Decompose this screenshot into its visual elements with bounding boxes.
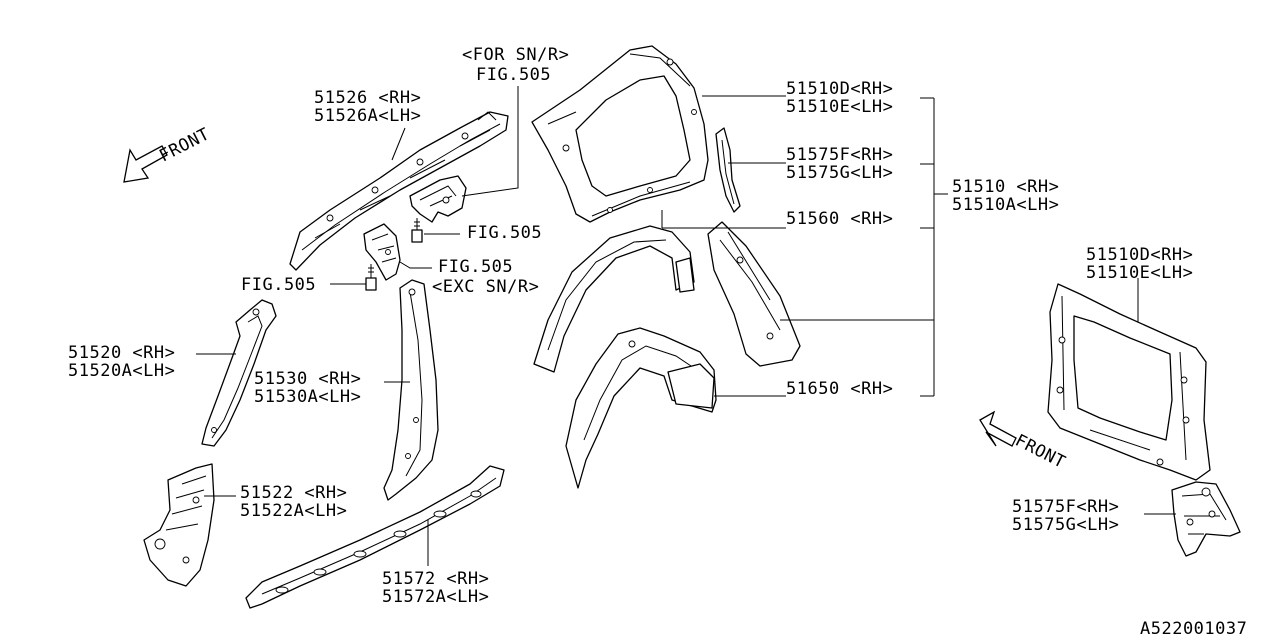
- label-51510a-lh: 51510A<LH>: [952, 195, 1059, 215]
- leader-51526: [391, 127, 406, 161]
- label-fig505-bolt1: FIG.505: [467, 223, 542, 243]
- label-51510e-lh: 51510E<LH>: [786, 97, 893, 117]
- part-51530-pillar: [383, 279, 439, 501]
- label-51520a-lh: 51520A<LH>: [68, 361, 175, 381]
- label-51575f-rh-2: 51575F<RH>: [1012, 497, 1119, 517]
- bracket-for-snr: [409, 175, 467, 223]
- part-51526-upper-rail: [289, 111, 509, 271]
- part-51510-quarter-panel: [531, 45, 709, 223]
- part-51510d-right-view: [1047, 283, 1211, 481]
- part-51522: [143, 463, 215, 587]
- bracket-exc-snr: [363, 223, 401, 281]
- part-51560-wheelhouse: [533, 225, 695, 373]
- label-51650-rh: 51650 <RH>: [786, 379, 893, 399]
- part-51575f-right-view: [1171, 481, 1241, 557]
- label-51575g-lh-2: 51575G<LH>: [1012, 515, 1119, 535]
- label-for-snr: <FOR SN/R>: [462, 45, 569, 65]
- front-arrow-left-icon: [123, 145, 168, 183]
- bolt-1: [411, 218, 423, 243]
- label-51530a-lh: 51530A<LH>: [254, 387, 361, 407]
- label-51530-rh: 51530 <RH>: [254, 369, 361, 389]
- front-label-right: FRONT: [1012, 431, 1069, 473]
- front-arrow-right-icon: [979, 410, 1017, 447]
- label-51510-rh: 51510 <RH>: [952, 177, 1059, 197]
- label-51522-rh: 51522 <RH>: [240, 483, 347, 503]
- bolt-2: [365, 264, 377, 291]
- label-51575f-rh: 51575F<RH>: [786, 145, 893, 165]
- leader-fig505-top: [461, 86, 519, 197]
- label-51526-rh: 51526 <RH>: [314, 88, 421, 108]
- diagram-id: A522001037: [1140, 619, 1247, 639]
- part-51572-sill: [245, 465, 505, 609]
- label-fig505-top: FIG.505: [476, 65, 551, 85]
- label-51572a-lh: 51572A<LH>: [382, 587, 489, 607]
- label-51520-rh: 51520 <RH>: [68, 343, 175, 363]
- front-arrow-left: FRONT: [123, 124, 213, 183]
- label-51522a-lh: 51522A<LH>: [240, 501, 347, 521]
- label-exc-snr: <EXC SN/R>: [432, 277, 539, 297]
- group-bracket-51510: [780, 97, 948, 397]
- part-rear-inner-piece: [707, 221, 801, 367]
- part-51650-wheelhouse-outer: [565, 327, 717, 489]
- label-51510d-rh: 51510D<RH>: [786, 79, 893, 99]
- part-51520-pillar: [201, 299, 277, 447]
- label-51510d-rh-2: 51510D<RH>: [1086, 245, 1193, 265]
- label-51575g-lh: 51575G<LH>: [786, 163, 893, 183]
- label-51572-rh: 51572 <RH>: [382, 569, 489, 589]
- leader-fig505-bolt2: [399, 261, 432, 269]
- label-fig505-left: FIG.505: [241, 275, 316, 295]
- label-51510e-lh-2: 51510E<LH>: [1086, 263, 1193, 283]
- front-label-left: FRONT: [156, 124, 213, 166]
- label-fig505-bolt2: FIG.505: [438, 257, 513, 277]
- label-51560-rh: 51560 <RH>: [786, 209, 893, 229]
- label-51526a-lh: 51526A<LH>: [314, 106, 421, 126]
- part-51575f-bracket: [715, 127, 741, 213]
